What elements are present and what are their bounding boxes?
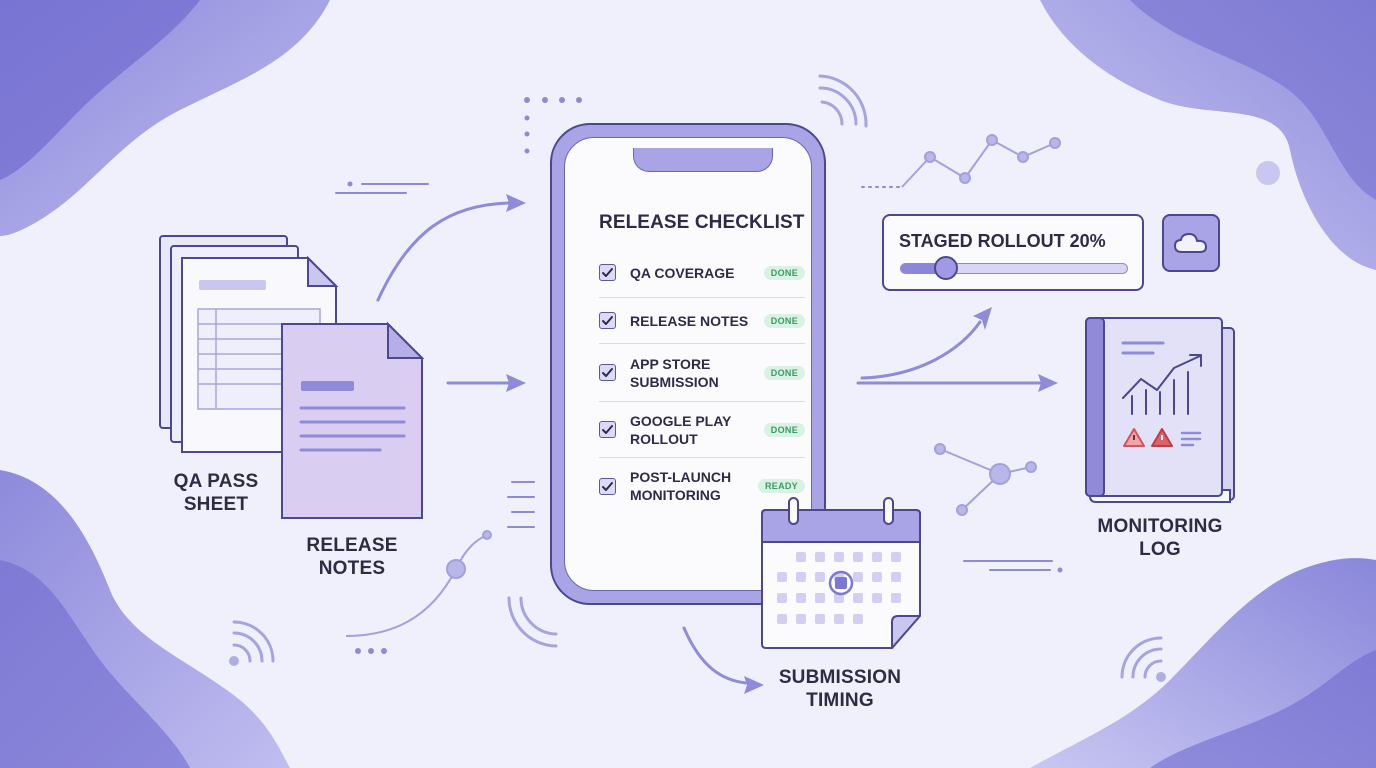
network-graph-top bbox=[901, 134, 1061, 188]
cloud-icon bbox=[1174, 233, 1207, 253]
checkbox[interactable] bbox=[599, 421, 616, 438]
checklist-item[interactable]: RELEASE NOTES DONE bbox=[599, 298, 805, 344]
wifi-icon bbox=[818, 74, 868, 128]
corner-blob-top-right bbox=[1040, 0, 1376, 270]
checklist-item-label-line: ROLLOUT bbox=[630, 430, 698, 447]
checkbox[interactable] bbox=[599, 312, 616, 329]
wifi-icon bbox=[229, 620, 275, 666]
check-icon bbox=[602, 481, 613, 491]
staged-rollout-card: STAGED ROLLOUT 20% bbox=[882, 214, 1144, 291]
rollout-slider-thumb[interactable] bbox=[934, 256, 959, 280]
chart-icon bbox=[1122, 354, 1202, 415]
rollout-slider-track[interactable] bbox=[900, 256, 1128, 280]
status-badge: READY bbox=[757, 479, 805, 493]
checklist-item[interactable]: QA COVERAGE DONE bbox=[599, 248, 805, 298]
checkbox[interactable] bbox=[599, 477, 616, 495]
checklist-item-label-line: APP STORE bbox=[630, 355, 711, 372]
checklist-item-label-line: QA COVERAGE bbox=[630, 264, 735, 281]
monitoring-log-book bbox=[1085, 317, 1235, 503]
decor-lines bbox=[335, 183, 1053, 571]
decor-dots bbox=[347, 97, 1063, 654]
phone-notch bbox=[633, 148, 773, 172]
network-graph-bottom-left bbox=[345, 530, 492, 637]
status-badge: DONE bbox=[763, 365, 805, 380]
checklist-title: RELEASE CHECKLIST bbox=[599, 212, 805, 233]
warning-icon bbox=[1151, 428, 1173, 447]
flow-arrows bbox=[376, 201, 1042, 685]
check-icon bbox=[602, 268, 613, 277]
checklist-item-label-line: RELEASE NOTES bbox=[630, 312, 749, 329]
status-badge: DONE bbox=[763, 313, 805, 328]
corner-blob-bottom-left bbox=[0, 470, 290, 768]
check-icon bbox=[602, 368, 613, 377]
checklist-item-label: RELEASE NOTES bbox=[630, 312, 760, 330]
wifi-icon bbox=[1120, 636, 1166, 682]
rollout-slider-fill bbox=[901, 264, 947, 273]
wifi-icon bbox=[507, 596, 558, 648]
warning-icon bbox=[1123, 428, 1145, 447]
rollout-title: STAGED ROLLOUT 20% bbox=[899, 231, 1106, 251]
corner-blob-bottom-right bbox=[1030, 558, 1376, 768]
network-graph-middle bbox=[934, 443, 1037, 516]
checklist-item-label-line: GOOGLE PLAY bbox=[630, 412, 732, 429]
checklist-item-label-line: SUBMISSION bbox=[630, 373, 719, 390]
arrowheads bbox=[506, 194, 1058, 694]
checklist-item-label-line: POST-LAUNCH bbox=[630, 469, 732, 485]
cloud-tile bbox=[1162, 214, 1220, 272]
status-badge: DONE bbox=[763, 265, 805, 280]
check-icon bbox=[602, 425, 613, 434]
checklist-item-label: QA COVERAGE bbox=[630, 264, 760, 282]
document-icon bbox=[281, 321, 425, 519]
checklist-item[interactable]: POST-LAUNCH MONITORING READY bbox=[599, 458, 805, 514]
corner-blob-top-left bbox=[0, 0, 330, 236]
spreadsheet-icon bbox=[159, 235, 339, 453]
check-icon bbox=[602, 316, 613, 325]
status-badge: DONE bbox=[763, 422, 805, 437]
checkbox[interactable] bbox=[599, 364, 616, 381]
checklist-item-label-line: MONITORING bbox=[630, 487, 721, 503]
checklist-item-label: POST-LAUNCH MONITORING bbox=[630, 468, 758, 504]
checkbox[interactable] bbox=[599, 264, 616, 281]
